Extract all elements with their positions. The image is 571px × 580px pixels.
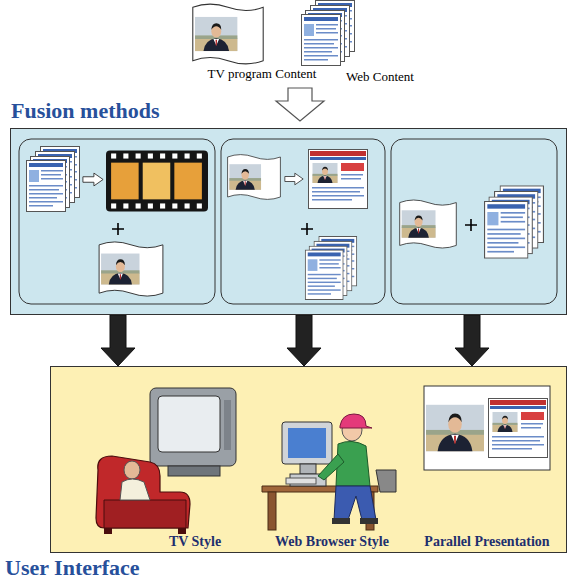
block-arrow [101, 315, 135, 366]
section-heading: User Interface [5, 556, 140, 580]
section-heading: Fusion methods [11, 99, 160, 123]
block-arrow [455, 315, 489, 366]
block-arrow [287, 315, 321, 366]
interface-label: TV Style [169, 534, 221, 550]
panel: User Interface [50, 366, 567, 553]
panel: Fusion methods [10, 128, 567, 315]
interface-label: Parallel Presentation [424, 534, 549, 550]
interface-label: Web Browser Style [275, 534, 389, 550]
content-label: Web Content [346, 70, 414, 85]
content-label: TV program Content [208, 67, 317, 82]
